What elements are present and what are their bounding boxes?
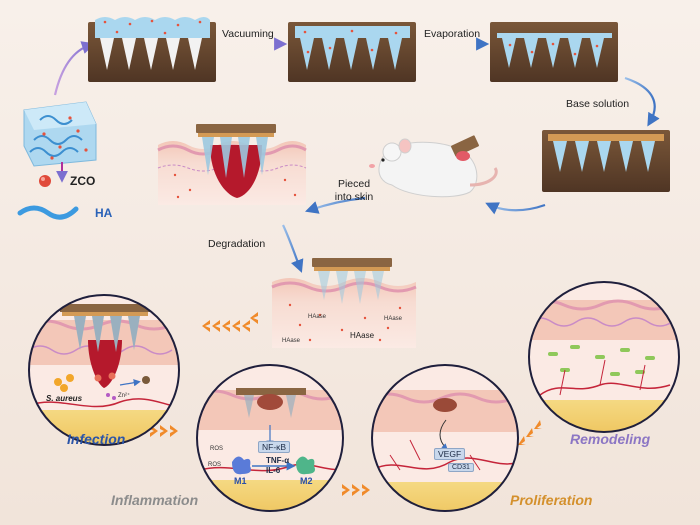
zco-particle-icon bbox=[39, 175, 51, 187]
label-zn: Zn²⁺ bbox=[118, 393, 131, 399]
chevrons-to-remodeling bbox=[518, 420, 542, 445]
label-ros-2: ROS bbox=[208, 462, 222, 468]
label-haase-small-2: HAase bbox=[384, 316, 403, 322]
stage-infection: Infection bbox=[67, 431, 126, 447]
rat-illustration bbox=[369, 135, 498, 198]
stage-remodeling: Remodeling bbox=[570, 431, 651, 447]
label-haase: HAase bbox=[350, 331, 375, 340]
label-zco: ZCO bbox=[70, 174, 96, 188]
stage-inflammation: Inflammation bbox=[111, 492, 199, 508]
label-haase-small-3: HAase bbox=[282, 338, 301, 344]
label-vacuuming: Vacuuming bbox=[222, 28, 274, 40]
mold-vacuumed bbox=[288, 22, 416, 82]
ha-chain-icon bbox=[17, 205, 79, 220]
label-ros-1: ROS bbox=[210, 446, 224, 452]
label-m1: M1 bbox=[234, 476, 247, 486]
label-base-solution: Base solution bbox=[566, 98, 630, 110]
patch-in-skin bbox=[157, 124, 307, 205]
label-nfkb: NF-κB bbox=[258, 441, 291, 453]
label-m2: M2 bbox=[300, 476, 313, 486]
label-il6: IL-6 bbox=[266, 466, 281, 475]
mold-filled bbox=[88, 17, 216, 82]
label-degradation: Degradation bbox=[208, 238, 266, 250]
mold-with-base bbox=[542, 130, 670, 192]
label-into-skin: into skin bbox=[334, 191, 374, 203]
degradation-skin-block bbox=[271, 258, 417, 348]
circle-infection bbox=[28, 294, 180, 446]
label-ha: HA bbox=[95, 206, 113, 220]
label-pieced: Pieced bbox=[337, 178, 371, 190]
label-tnf: TNF-α bbox=[266, 456, 290, 465]
label-vegf: VEGF bbox=[434, 448, 466, 460]
mold-evaporated bbox=[490, 22, 618, 82]
label-cd31: CD31 bbox=[448, 463, 474, 472]
label-evaporation: Evaporation bbox=[424, 28, 481, 40]
chevrons-to-infection bbox=[202, 312, 258, 332]
chevrons-to-proliferation bbox=[342, 484, 370, 496]
stage-proliferation: Proliferation bbox=[510, 492, 593, 508]
ha-zco-hydrogel-block bbox=[23, 101, 97, 167]
label-s-aureus: S. aureus bbox=[46, 394, 83, 403]
label-haase-small-1: HAase bbox=[308, 314, 327, 320]
